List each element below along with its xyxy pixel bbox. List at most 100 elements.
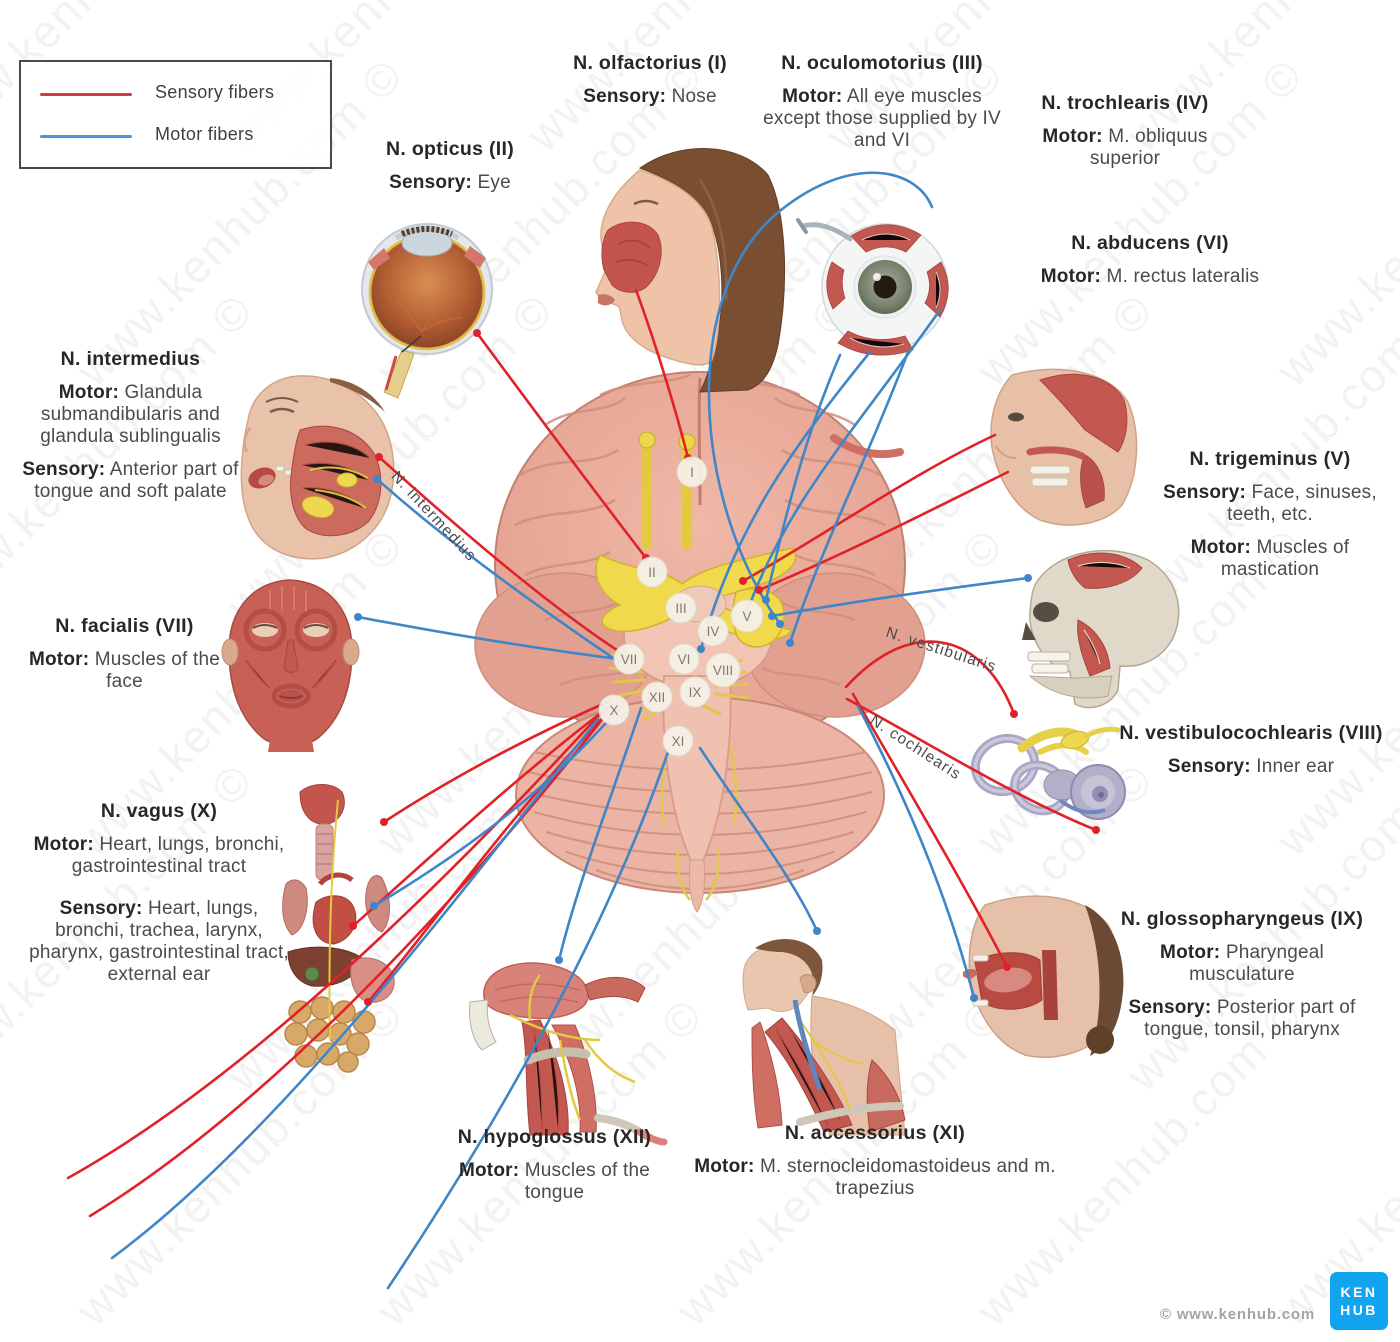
facialis-illustration bbox=[221, 579, 360, 752]
label-intermedius-sensory: Sensory: Anterior part of tongue and sof… bbox=[22, 458, 239, 502]
badge-V: V bbox=[730, 599, 764, 633]
legend-sensory-label: Sensory fibers bbox=[155, 82, 275, 102]
label-vestibulocochlearis-title: N. vestibulocochlearis (VIII) bbox=[1119, 722, 1383, 744]
fiber-trochlearis bbox=[788, 350, 910, 645]
label-accessorius-body: Motor: M. sternocleidomastoideus and m. … bbox=[694, 1155, 1056, 1199]
legend-row-motor: Motor fibers bbox=[21, 124, 330, 148]
legend-motor-swatch bbox=[40, 135, 132, 138]
svg-text:IX: IX bbox=[689, 685, 702, 700]
label-olfactorius-body: Sensory: Nose bbox=[583, 85, 717, 107]
fiber-glossopharyngeus-motor bbox=[856, 704, 976, 1000]
fiber-intermedius-sensory bbox=[377, 455, 628, 658]
fiber-accessorius bbox=[698, 746, 819, 933]
svg-text:XI: XI bbox=[672, 734, 685, 749]
fiber-trigeminus-sensory-2 bbox=[757, 470, 1010, 592]
label-abducens-title: N. abducens (VI) bbox=[1071, 232, 1229, 254]
label-glossopharyngeus-sensory: Sensory: Posterior part of tongue, tonsi… bbox=[1128, 996, 1356, 1040]
fiber-trigeminus-motor bbox=[770, 576, 1030, 618]
badge-VIII: VIII bbox=[705, 652, 741, 688]
fiber-vagus-sensory-1 bbox=[382, 698, 614, 824]
hypoglossus-illustration bbox=[469, 962, 668, 1146]
fiber-vagus-sensory-5 bbox=[66, 711, 603, 1180]
badge-III: III bbox=[665, 592, 697, 624]
opticus-illustration bbox=[361, 223, 493, 399]
badge-VII: VII bbox=[613, 643, 645, 675]
label-intermedius-motor: Motor: Glandula submandibularis and glan… bbox=[40, 381, 221, 447]
glossopharyngeus-illustration bbox=[963, 895, 1124, 1058]
label-opticus-body: Sensory: Eye bbox=[389, 171, 511, 193]
intermedius-illustration bbox=[240, 375, 395, 560]
kenhub-logo: KEN HUB bbox=[1330, 1272, 1388, 1330]
label-hypoglossus-title: N. hypoglossus (XII) bbox=[457, 1126, 652, 1148]
label-accessorius-title: N. accessorius (XI) bbox=[784, 1122, 966, 1144]
roman-numeral-badges: I II III IV V VI VII VIII IX X XI XII bbox=[598, 456, 764, 757]
label-olfactorius-title: N. olfactorius (I) bbox=[573, 52, 727, 74]
badge-II: II bbox=[636, 556, 668, 588]
legend-motor-label: Motor fibers bbox=[155, 124, 254, 144]
badge-I: I bbox=[676, 456, 708, 488]
svg-text:VII: VII bbox=[621, 652, 638, 667]
label-hypoglossus-body: Motor: Muscles of the tongue bbox=[458, 1159, 651, 1203]
fiber-abducens bbox=[699, 350, 872, 651]
svg-text:VI: VI bbox=[678, 652, 691, 667]
label-glossopharyngeus-title: N. glossopharyngeus (IX) bbox=[1120, 908, 1364, 930]
label-trochlearis-title: N. trochlearis (IV) bbox=[1041, 92, 1209, 114]
vagus-illustration bbox=[282, 784, 395, 1073]
copyright-text: © www.kenhub.com bbox=[1160, 1306, 1315, 1323]
vestibulocochlearis-illustration bbox=[970, 726, 1126, 820]
fiber-oculomotor-loop bbox=[707, 171, 934, 626]
trigeminus-illustration bbox=[990, 368, 1138, 526]
svg-text:X: X bbox=[609, 703, 618, 718]
fiber-intermedius-motor bbox=[375, 477, 621, 664]
legend: Sensory fibers Motor fibers bbox=[19, 60, 332, 169]
label-oculomotorius: N. oculomotorius (III) Motor: All eye mu… bbox=[762, 52, 1002, 163]
oculomotorius-illustration bbox=[796, 218, 949, 459]
fiber-trigeminus-sensory-1 bbox=[741, 433, 997, 583]
fiber-hypoglossus bbox=[557, 706, 643, 962]
kenhub-logo-line1: KEN bbox=[1340, 1283, 1378, 1300]
svg-text:II: II bbox=[648, 565, 656, 580]
badge-VI: VI bbox=[668, 643, 700, 675]
badge-XI: XI bbox=[662, 725, 694, 757]
fiber-facialis bbox=[356, 615, 628, 662]
svg-text:I: I bbox=[690, 465, 694, 480]
fiber-olfactorius bbox=[634, 288, 690, 460]
fiber-vagus-motor-3 bbox=[386, 750, 670, 1290]
svg-text:VIII: VIII bbox=[713, 663, 733, 678]
fiber-vagus-sensory-4 bbox=[88, 714, 607, 1218]
label-oculomotorius-title: N. oculomotorius (III) bbox=[781, 52, 983, 74]
label-oculomotorius-body: Motor: All eye muscles except those supp… bbox=[763, 85, 1001, 151]
svg-text:IV: IV bbox=[707, 624, 720, 639]
olfactorius-illustration bbox=[595, 148, 786, 393]
label-facialis: N. facialis (VII) Motor: Muscles of the … bbox=[22, 615, 227, 704]
label-intermedius-title: N. intermedius bbox=[60, 348, 201, 370]
label-trigeminus: N. trigeminus (V) Sensory: Face, sinuses… bbox=[1150, 448, 1390, 592]
svg-text:III: III bbox=[675, 601, 686, 616]
svg-text:XII: XII bbox=[649, 690, 666, 705]
fiber-opticus bbox=[475, 331, 648, 560]
label-facialis-body: Motor: Muscles of the face bbox=[28, 648, 221, 692]
label-glossopharyngeus-motor: Motor: Pharyngeal musculature bbox=[1160, 941, 1324, 985]
fiber-glossopharyngeus-sensory bbox=[851, 692, 1009, 969]
label-trochlearis: N. trochlearis (IV) Motor: M. obliquus s… bbox=[1015, 92, 1235, 181]
svg-text:V: V bbox=[742, 609, 751, 624]
label-trigeminus-title: N. trigeminus (V) bbox=[1189, 448, 1351, 470]
label-trochlearis-body: Motor: M. obliquus superior bbox=[1042, 125, 1208, 169]
kenhub-logo-line2: HUB bbox=[1340, 1302, 1378, 1318]
label-vestibulocochlearis-body: Sensory: Inner ear bbox=[1167, 755, 1335, 777]
fiber-vagus-motor-2 bbox=[110, 717, 600, 1260]
label-vagus-sensory: Sensory: Heart, lungs, bronchi, trachea,… bbox=[29, 897, 289, 985]
label-opticus: N. opticus (II) Sensory: Eye bbox=[340, 138, 560, 205]
label-opticus-title: N. opticus (II) bbox=[386, 138, 514, 160]
accessorius-illustration bbox=[742, 938, 906, 1136]
label-facialis-title: N. facialis (VII) bbox=[55, 615, 194, 637]
badge-IV: IV bbox=[697, 615, 729, 647]
fiber-lines bbox=[66, 171, 1100, 1290]
legend-sensory-swatch bbox=[40, 93, 132, 96]
label-vestibulocochlearis: N. vestibulocochlearis (VIII) Sensory: I… bbox=[1110, 722, 1392, 789]
label-trigeminus-sensory: Sensory: Face, sinuses, teeth, etc. bbox=[1163, 481, 1377, 525]
label-accessorius: N. accessorius (XI) Motor: M. sternoclei… bbox=[690, 1122, 1060, 1211]
mastication-skull-illustration bbox=[1022, 549, 1180, 709]
